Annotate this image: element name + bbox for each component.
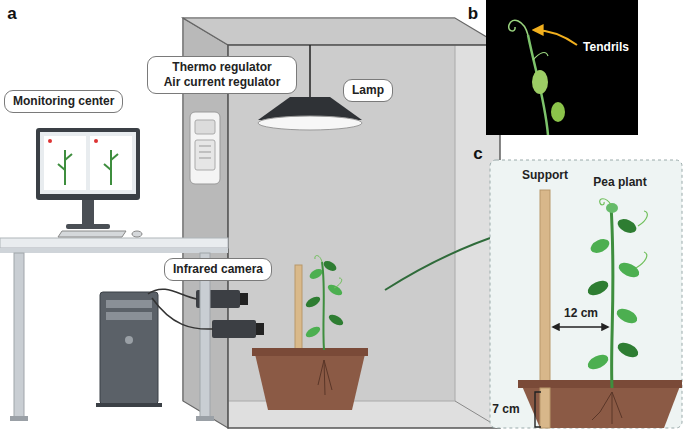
callout-box: Thermo regulator Air current regulator — [147, 56, 297, 94]
panel-letter: a — [7, 4, 16, 24]
dimension-arrow — [553, 326, 608, 327]
box-text: Infrared camera — [173, 262, 263, 277]
panel-letter: c — [473, 144, 482, 164]
pea-plant — [585, 199, 647, 388]
callout-box: Monitoring center — [4, 90, 123, 113]
tendril-photo — [486, 0, 638, 135]
dimension-label: 12 cm — [564, 307, 598, 321]
camera-cable — [148, 289, 213, 329]
panel-letter: b — [468, 4, 478, 24]
part-label: Pea plant — [593, 176, 646, 190]
dimension-label: 7 cm — [492, 403, 519, 417]
zoom-arrow — [385, 233, 505, 290]
support-rod — [295, 265, 302, 357]
box-text: Monitoring center — [13, 94, 114, 109]
part-label: Tendrils — [583, 41, 629, 55]
pot — [252, 348, 368, 410]
monitor — [36, 128, 142, 237]
detail-panel — [490, 160, 682, 428]
dimension-bracket — [535, 392, 541, 427]
callout-box: Lamp — [343, 79, 393, 102]
regulator-device — [190, 112, 220, 184]
part-label: Support — [522, 169, 568, 183]
box-text: Thermo regulator Air current regulator — [156, 60, 288, 90]
computer-tower — [96, 292, 162, 407]
box-text: Lamp — [352, 83, 384, 98]
callout-box: Infrared camera — [164, 258, 272, 281]
pot — [518, 380, 682, 428]
pea-plant — [304, 256, 345, 350]
